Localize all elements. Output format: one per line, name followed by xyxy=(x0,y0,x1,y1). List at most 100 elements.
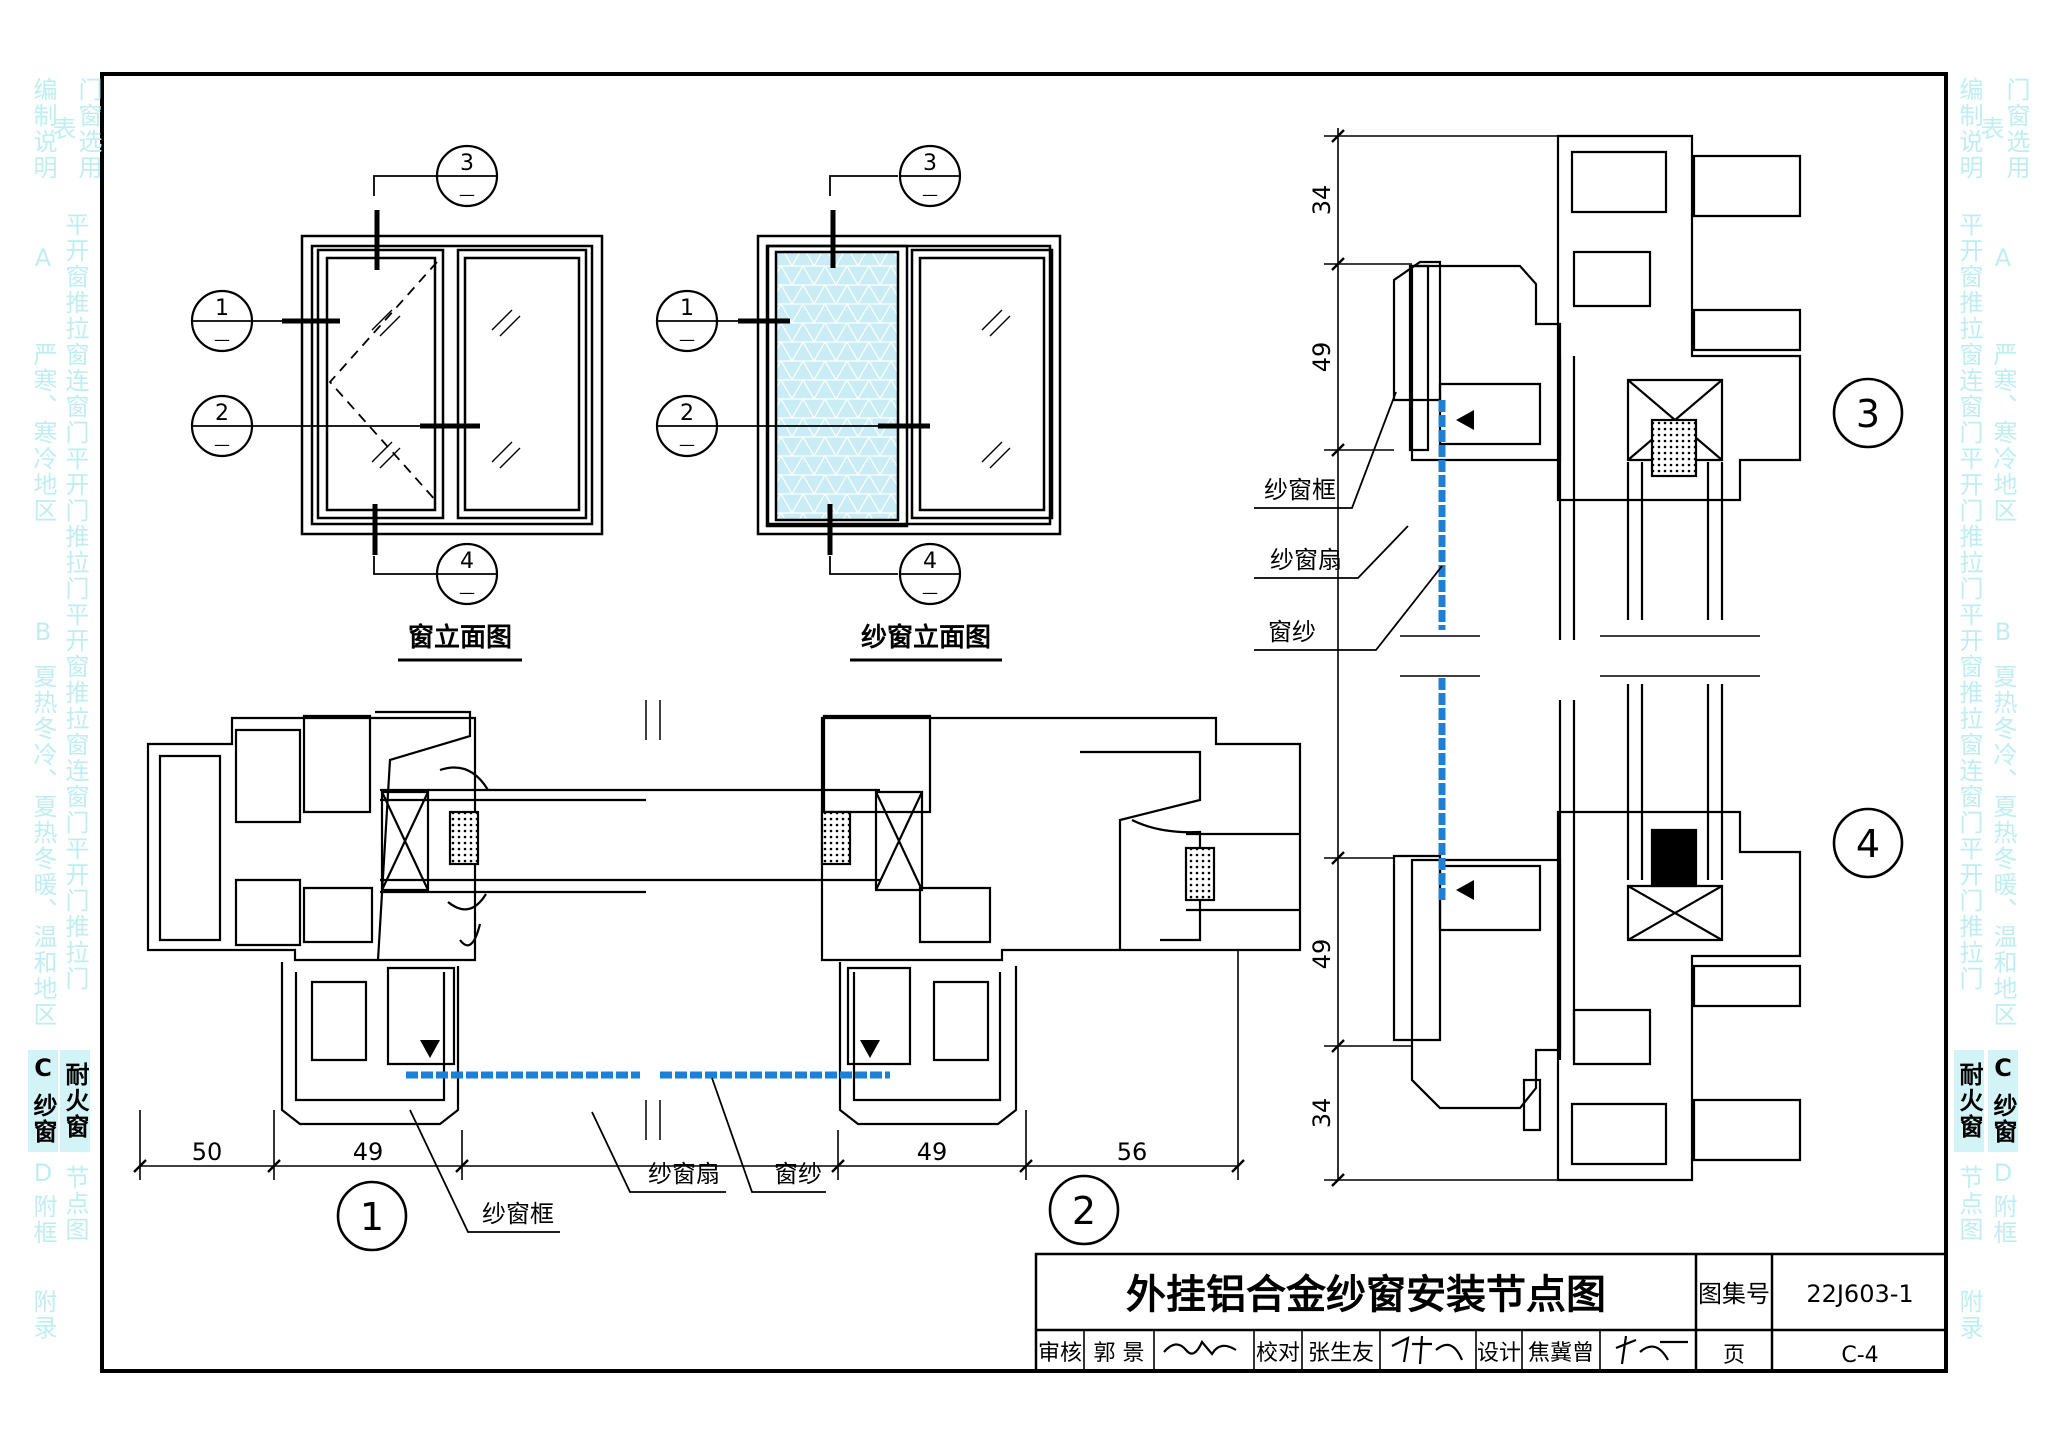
tab-left-a[interactable]: A xyxy=(34,244,52,272)
tab-left-screen[interactable]: 纱窗 xyxy=(28,1086,58,1152)
tab-right-fire-window[interactable]: 耐火窗 xyxy=(1954,1050,1984,1152)
dim-vertical xyxy=(1324,128,1560,1187)
atlas-label: 图集号 xyxy=(1698,1280,1770,1308)
tab-left-subframe[interactable]: 附框 xyxy=(29,1194,57,1246)
tab-right-intro[interactable]: 编制说明 xyxy=(1955,77,1983,181)
designer-name: 焦冀曾 xyxy=(1528,1341,1594,1366)
tab-left-appendix[interactable]: 附录 xyxy=(29,1289,57,1341)
page-label: 页 xyxy=(1723,1343,1745,1368)
tab-left-fire-window[interactable]: 耐火窗 xyxy=(60,1050,90,1152)
screen-mesh-horizontal xyxy=(406,1040,890,1079)
callout-sheet: — xyxy=(459,583,475,602)
tab-right-d[interactable]: D xyxy=(1993,1159,2013,1187)
dim-v-3: 34 xyxy=(1308,1098,1336,1129)
label-screen-mesh-3: 窗纱 xyxy=(1268,618,1316,646)
callout-number: 3 xyxy=(923,151,937,176)
detail-tag-2: 2 xyxy=(1048,1174,1120,1246)
tab-right-a[interactable]: A xyxy=(1994,244,2012,272)
detail-tag-4: 4 xyxy=(1832,807,1904,879)
page-number: C-4 xyxy=(1841,1343,1878,1368)
label-screen-sash-3: 纱窗扇 xyxy=(1270,546,1342,574)
tab-right-node[interactable]: 节点图 xyxy=(1955,1165,1983,1243)
detail-horizontal-section xyxy=(146,710,1302,1126)
section-callout-2: 2— xyxy=(190,394,254,458)
dim-h-2: 49 xyxy=(917,1138,948,1166)
sheet-title: 外挂铝合金纱窗安装节点图 xyxy=(1126,1272,1606,1318)
tab-left-node[interactable]: 节点图 xyxy=(61,1165,89,1243)
tab-right-types[interactable]: 平开窗推拉窗连窗门平开门推拉门平开窗推拉窗连窗门平开门推拉门 xyxy=(1955,212,1983,992)
screen-elevation xyxy=(756,234,1062,536)
tab-right-appendix[interactable]: 附录 xyxy=(1955,1289,1983,1341)
callout-sheet: — xyxy=(214,330,230,349)
detail-labels-leaders xyxy=(409,1077,826,1233)
tab-left-intro[interactable]: 编制说明 xyxy=(29,77,57,181)
design-label: 设计 xyxy=(1477,1341,1521,1366)
checker-name: 张生友 xyxy=(1308,1341,1374,1366)
callout-number: 2 xyxy=(215,401,229,426)
detail-vertical-section xyxy=(1392,134,1802,1182)
section-callout-4: 4— xyxy=(898,542,962,606)
callout-sheet: — xyxy=(459,185,475,204)
window-elevation-cuts xyxy=(282,210,480,555)
callout-sheet: — xyxy=(679,330,695,349)
tab-right-cold[interactable]: 严寒、寒冷地区 xyxy=(1989,342,2017,524)
tab-left-c[interactable]: C xyxy=(28,1050,58,1086)
tab-left-b[interactable]: B xyxy=(34,618,52,646)
reviewer-signature xyxy=(1163,1339,1237,1356)
reviewer-name: 郭 景 xyxy=(1094,1341,1145,1366)
callout-sheet: — xyxy=(679,435,695,454)
section-callout-1: 1— xyxy=(190,289,254,353)
tab-right-b[interactable]: B xyxy=(1994,618,2012,646)
section-callout-2: 2— xyxy=(655,394,719,458)
vertical-dimensions: 34 49 49 34 xyxy=(1308,185,1336,1129)
label-screen-frame-1: 纱窗框 xyxy=(482,1200,554,1228)
detail-tag-number: 4 xyxy=(1856,822,1880,866)
title-block xyxy=(1034,1252,1948,1373)
dim-h-3: 56 xyxy=(1117,1138,1148,1166)
callout-number: 1 xyxy=(215,296,229,321)
dim-v-0: 34 xyxy=(1308,185,1336,216)
tab-right-c[interactable]: C xyxy=(1988,1050,2018,1086)
callout-sheet: — xyxy=(922,185,938,204)
section-callouts: 1—3—4—2—1—3—4—2— xyxy=(190,144,962,606)
dim-h-0: 50 xyxy=(192,1138,223,1166)
window-elevation xyxy=(300,234,604,536)
signatures xyxy=(1163,1335,1688,1365)
section-callout-1: 1— xyxy=(655,289,719,353)
callout-sheet: — xyxy=(214,435,230,454)
window-elevation-leaders xyxy=(252,175,444,575)
check-label: 校对 xyxy=(1256,1341,1300,1366)
label-screen-mesh-1: 窗纱 xyxy=(774,1160,822,1188)
callout-number: 3 xyxy=(460,151,474,176)
tab-left-selection[interactable]: 门窗选用表 xyxy=(48,77,102,181)
tab-left-cold[interactable]: 严寒、寒冷地区 xyxy=(29,342,57,524)
screen-elevation-leaders xyxy=(710,175,898,575)
dim-horizontal xyxy=(133,950,1245,1180)
tab-left-types[interactable]: 平开窗推拉窗连窗门平开门推拉门平开窗推拉窗连窗门平开门推拉门 xyxy=(61,212,89,992)
dim-v-2: 49 xyxy=(1308,939,1336,970)
tab-left-warm[interactable]: 夏热冬冷、夏热冬暖、温和地区 xyxy=(29,664,57,1028)
section-callout-4: 4— xyxy=(435,542,499,606)
detail-tag-1: 1 xyxy=(336,1180,408,1252)
label-screen-sash-1: 纱窗扇 xyxy=(648,1160,720,1188)
detail-tag-number: 1 xyxy=(360,1195,384,1239)
section-callout-3: 3— xyxy=(898,144,962,208)
tab-right-selection[interactable]: 门窗选用表 xyxy=(1976,77,2030,181)
detail-tag-3: 3 xyxy=(1832,377,1904,449)
callout-number: 2 xyxy=(680,401,694,426)
break-marks xyxy=(645,700,661,1140)
tab-left-d[interactable]: D xyxy=(33,1159,53,1187)
screen-mesh-vertical xyxy=(1438,400,1474,900)
callout-number: 1 xyxy=(680,296,694,321)
tab-right-warm[interactable]: 夏热冬冷、夏热冬暖、温和地区 xyxy=(1989,664,2017,1028)
screen-elevation-cuts xyxy=(738,210,930,555)
tab-right-subframe[interactable]: 附框 xyxy=(1989,1194,2017,1246)
dim-v-1: 49 xyxy=(1308,342,1336,373)
section-callout-3: 3— xyxy=(435,144,499,208)
tab-right-screen[interactable]: 纱窗 xyxy=(1988,1086,2018,1152)
callout-sheet: — xyxy=(922,583,938,602)
label-screen-frame-3: 纱窗框 xyxy=(1264,476,1336,504)
checker-signature xyxy=(1391,1335,1464,1365)
